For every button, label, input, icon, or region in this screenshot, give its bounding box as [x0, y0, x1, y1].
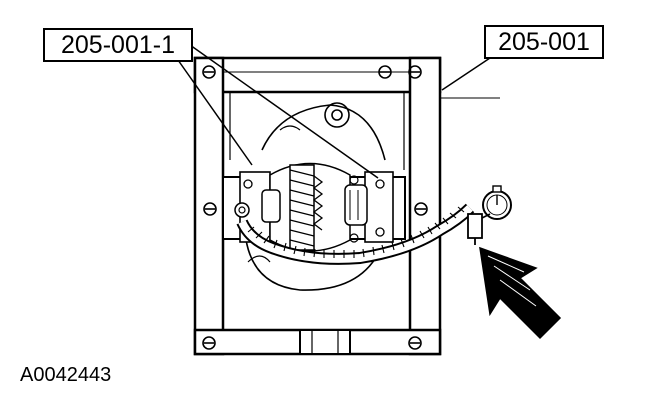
corner-bolts — [202, 65, 428, 350]
figure-id: A0042443 — [20, 364, 112, 386]
tool-callout-205-001: 205-001 — [484, 25, 604, 59]
direction-arrow — [479, 246, 562, 340]
carrier-housing — [244, 102, 386, 291]
differential-case — [234, 162, 368, 252]
tool-callout-label: 205-001-1 — [61, 31, 175, 59]
tool-callout-205-001-1: 205-001-1 — [43, 28, 193, 62]
dial-indicator — [467, 185, 512, 245]
flex-arm — [236, 203, 475, 265]
leader-lines — [177, 44, 491, 179]
tool-callout-label: 205-001 — [498, 28, 590, 56]
